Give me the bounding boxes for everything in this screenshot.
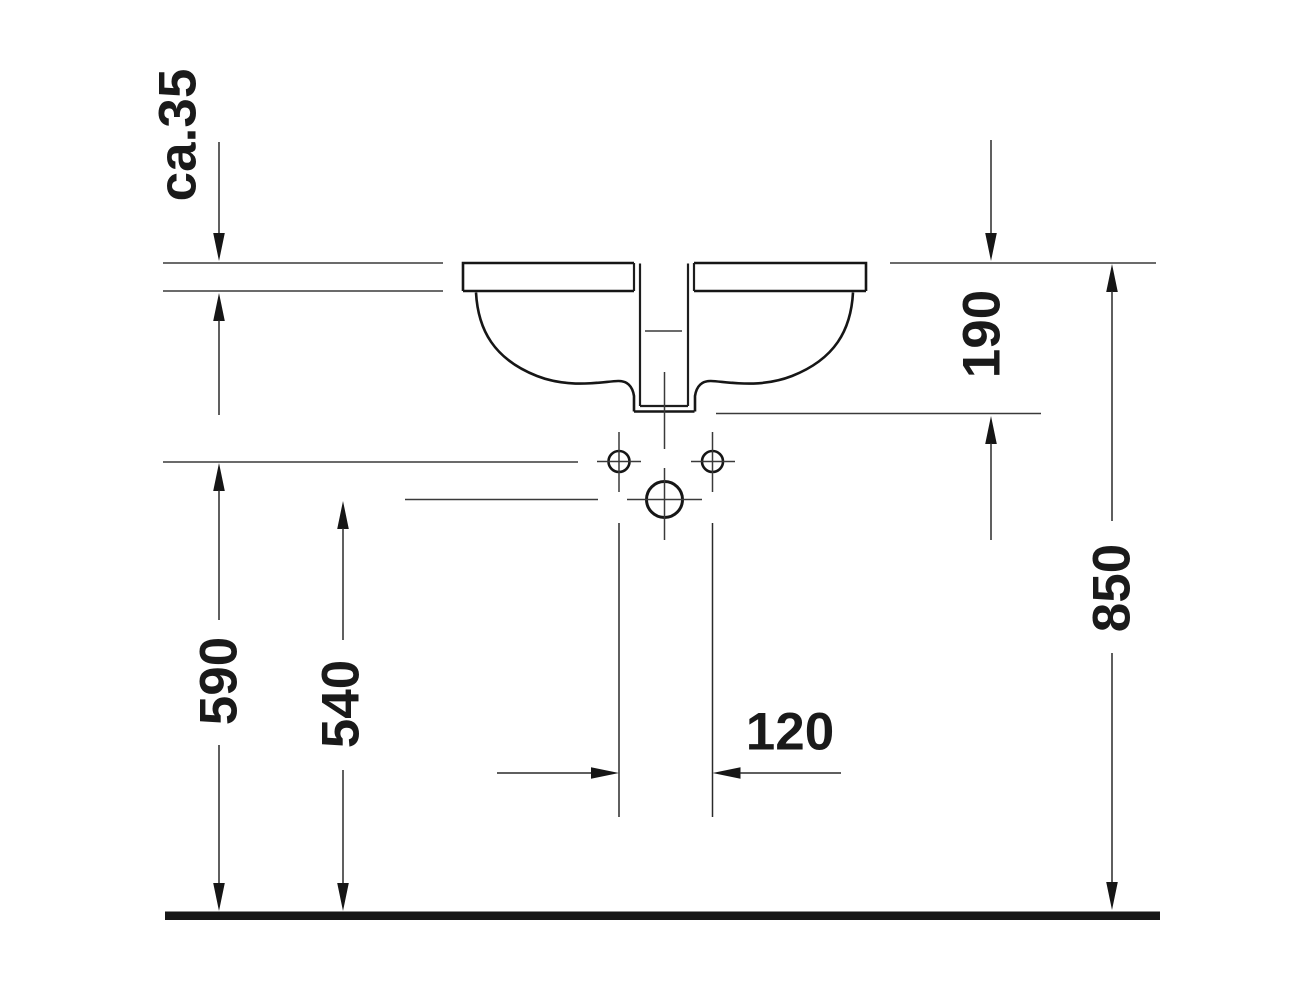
dim-190-arrow-down [985,233,997,261]
dimension-label-540: 540 [312,660,371,748]
dim-540-arrow-down [337,883,349,911]
bowl-curve-right [693,292,855,412]
dimension-590: 590 [190,463,249,911]
floor-line [165,911,1160,920]
dim-590-arrow-up [213,463,225,491]
dim-120-arrow-left [712,767,741,779]
crosshair-supply-left [597,432,641,492]
washbasin-outline [461,261,868,449]
dimension-label-850: 850 [1083,544,1142,632]
dimension-label-ca35: ca.35 [149,69,208,202]
dim-ca35-arrow-up [213,293,225,321]
dim-850-arrow-up [1106,264,1118,292]
cutout-edge-lines [632,263,696,291]
reference-lines [163,262,1156,501]
dimension-540: 540 [312,501,371,911]
dim-190-arrow-up [985,416,997,444]
dim-590-arrow-down [213,883,225,911]
bowl-curve-left [474,292,636,412]
basin-rim-top [461,261,868,291]
dim-120-arrow-right [591,767,619,779]
dim-850-arrow-down [1106,882,1118,910]
crosshair-supply-right [691,432,735,492]
dim-540-arrow-up [337,501,349,529]
dimension-190: 190 [953,140,1012,540]
dimension-ca35: ca.35 [149,69,225,415]
dimension-label-590: 590 [190,637,249,725]
connection-holes [597,432,735,540]
dimension-120: 120 [497,523,841,817]
dimension-label-120: 120 [746,703,834,762]
dimension-850: 850 [1083,264,1142,910]
crosshair-drain [627,468,702,540]
dimension-label-190: 190 [953,290,1012,378]
drain-shaft-walls [638,263,690,406]
dim-ca35-arrow-down [213,233,225,261]
